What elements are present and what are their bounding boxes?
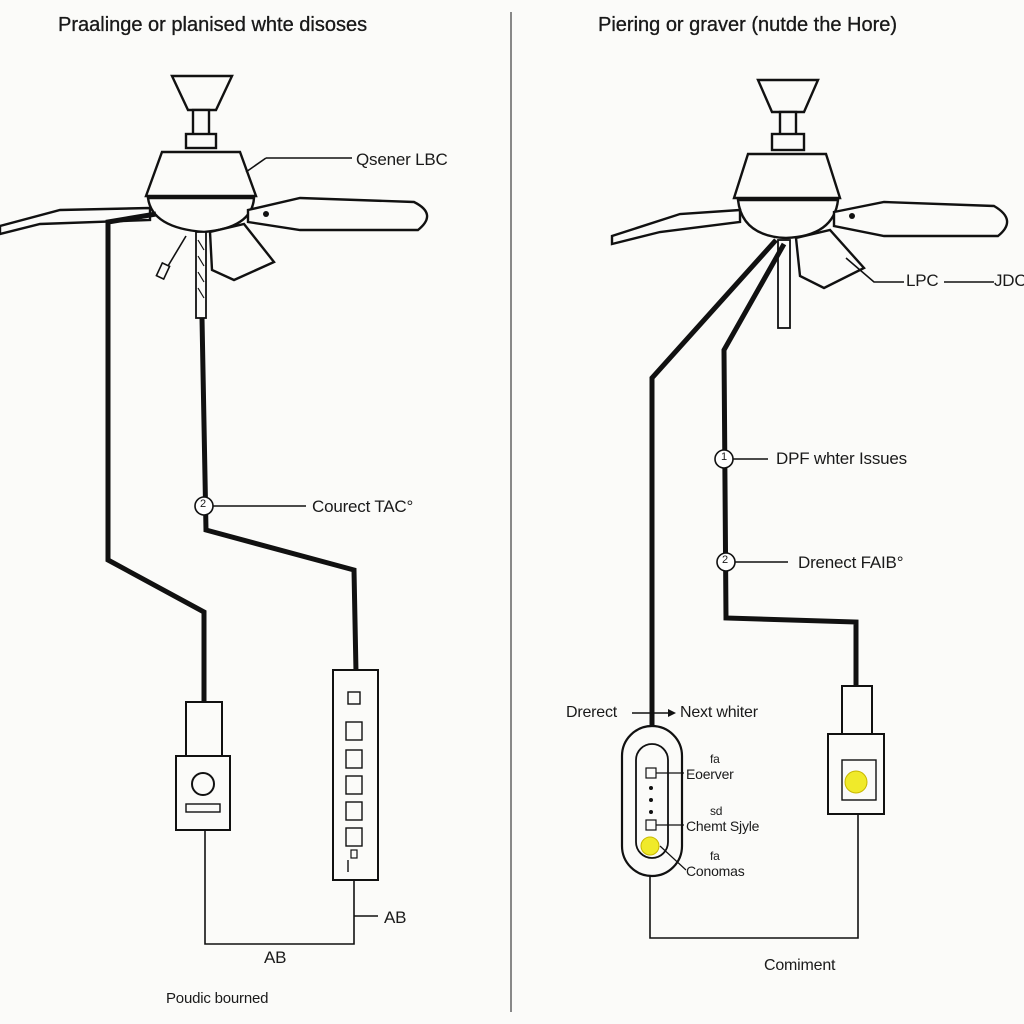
right-oval-controller	[620, 724, 684, 878]
right-marker-1-number: 1	[721, 451, 727, 463]
right-controller-leaders	[656, 772, 687, 871]
left-panel-title: Praalinge or planised whte disoses	[58, 14, 368, 36]
right-fan-light-rod	[777, 239, 791, 329]
right-fan-blade-left	[610, 208, 742, 246]
right-ceiling-fan	[610, 78, 1009, 329]
left-fan-light-rod	[195, 231, 207, 319]
left-marker-2-label: Courect TAC°	[312, 497, 414, 516]
left-fan-motor-housing	[144, 150, 258, 198]
right-controller-code-1: fa	[710, 752, 720, 766]
left-fan-screw	[263, 211, 269, 217]
right-footer: Comiment	[764, 957, 836, 974]
right-callout-arrowhead	[668, 709, 676, 717]
right-controller-code-2: sd	[710, 804, 723, 818]
left-fan-canopy	[170, 74, 234, 112]
right-fan-screw	[849, 213, 855, 219]
left-fan-label-leader	[245, 157, 267, 173]
right-fan-downrod	[778, 110, 798, 138]
right-fan-blade-right	[832, 200, 1009, 238]
right-fan-motor-housing	[732, 152, 842, 200]
right-controller-label-3: Conomas	[686, 863, 745, 879]
left-fan-pullchain-tip	[155, 261, 171, 281]
left-switch-slot	[185, 803, 221, 813]
right-wire-1	[649, 238, 778, 742]
left-fan-blade-front	[208, 222, 276, 282]
right-controller-code-3: fa	[710, 849, 720, 863]
right-outlet-box	[827, 685, 885, 815]
left-switch-dial	[191, 772, 215, 796]
right-controller-label-2: Chemt Sjyle	[686, 818, 760, 834]
right-controller-label-1: Eoerver	[686, 766, 734, 782]
left-fan-collar	[184, 132, 218, 150]
left-fan-blade-right	[246, 196, 429, 232]
right-wires	[649, 238, 859, 742]
right-wire-2	[721, 242, 859, 688]
left-fan-label: Qsener LBC	[356, 150, 448, 169]
right-panel-title: Piering or graver (nutde the Hore)	[598, 14, 898, 36]
left-switch-neck	[185, 701, 223, 759]
right-fan-lpc-label: LPC	[906, 271, 939, 290]
left-fan-pullchain	[167, 235, 187, 267]
left-ab-bottom-label: AB	[264, 948, 287, 967]
right-bottom-loop	[649, 814, 859, 939]
left-wall-switch	[175, 701, 231, 831]
left-footer: Poudic bourned	[166, 990, 269, 1007]
right-fan-canopy	[756, 78, 820, 114]
left-ab-right-label: AB	[384, 908, 407, 927]
left-ceiling-fan	[0, 74, 429, 319]
right-outlet-neck	[841, 685, 873, 737]
right-marker-2-label: Drenect FAIB°	[798, 553, 904, 572]
right-fan-collar	[770, 132, 806, 152]
right-fan-jdc-label: JDC	[994, 271, 1024, 290]
left-marker-2-number: 2	[200, 498, 206, 510]
right-marker-2-number: 2	[722, 554, 728, 566]
right-callout-b: Next whiter	[680, 704, 758, 721]
left-wire-1	[105, 211, 207, 705]
left-wire-2	[199, 317, 359, 673]
left-bottom-loop	[204, 830, 355, 945]
left-control-panel	[332, 669, 379, 881]
left-wires	[105, 211, 359, 705]
right-fan-lpc-leader	[845, 257, 904, 283]
right-marker-1-label: DPF whter Issues	[776, 449, 907, 468]
left-fan-downrod	[191, 108, 211, 138]
right-fan-blade-front	[794, 228, 866, 290]
right-callout-a: Drerect	[566, 704, 618, 721]
right-outlet-highlight	[844, 770, 868, 794]
right-controller-highlight	[640, 836, 660, 856]
left-fan-blade-left	[0, 206, 152, 236]
